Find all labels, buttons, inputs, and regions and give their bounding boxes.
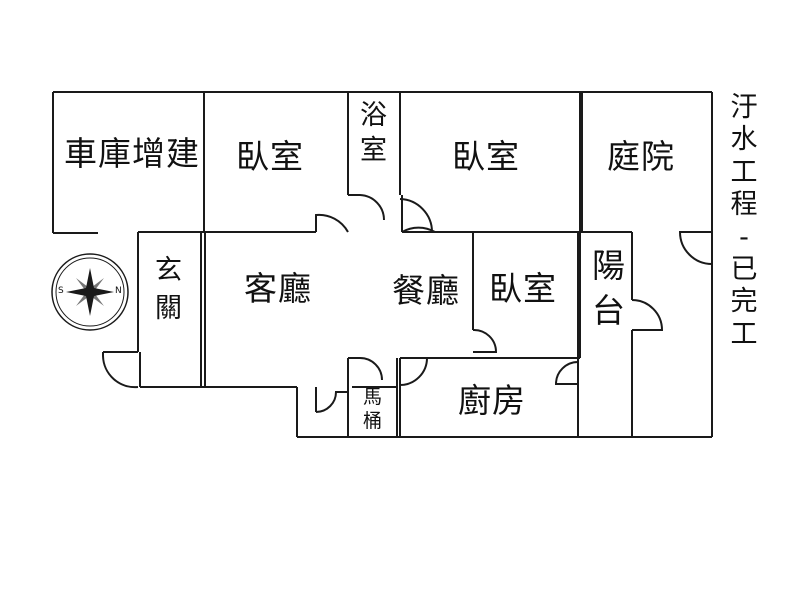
room-bath-label: 浴 室 bbox=[360, 98, 387, 168]
door-swing bbox=[399, 198, 433, 233]
foyer-char: 玄 bbox=[155, 255, 182, 286]
side-note-char: 汙 bbox=[730, 92, 758, 123]
compass bbox=[51, 253, 129, 331]
room-kitchen-label: 廚房 bbox=[458, 381, 526, 420]
side-note: 汙 水 工 程 - 已 完 工 bbox=[726, 92, 762, 351]
compass-north-label: N bbox=[115, 286, 122, 296]
door-swing bbox=[678, 231, 713, 265]
toilet-char: 桶 bbox=[363, 409, 383, 432]
room-dining-label: 餐廳 bbox=[392, 271, 460, 310]
compass-south-label: S bbox=[58, 286, 64, 296]
door-swing bbox=[554, 361, 579, 385]
bath-char: 浴 bbox=[360, 100, 387, 131]
room-bedroom-small-label: 臥室 bbox=[489, 269, 557, 308]
door-swing bbox=[399, 357, 428, 386]
foyer-char: 關 bbox=[155, 292, 182, 324]
side-note-char: 已 bbox=[730, 253, 758, 285]
balcony-char: 台 bbox=[592, 290, 626, 330]
room-bedroom-mid-label: 臥室 bbox=[452, 137, 520, 176]
bath-char: 室 bbox=[360, 135, 387, 167]
side-note-char: 工 bbox=[730, 156, 758, 188]
balcony-char: 陽 bbox=[592, 246, 626, 285]
door-swing bbox=[315, 213, 349, 233]
side-note-char: 完 bbox=[730, 286, 758, 318]
door-swing bbox=[359, 357, 383, 381]
side-note-char: 水 bbox=[730, 124, 758, 156]
door-swing bbox=[472, 328, 498, 353]
room-bedroom-left-label: 臥室 bbox=[236, 137, 304, 176]
room-garage-label: 車庫增建 bbox=[64, 134, 200, 173]
door-swing bbox=[102, 352, 139, 389]
door-swing bbox=[631, 299, 664, 331]
side-note-char: 工 bbox=[730, 318, 758, 350]
door-swing bbox=[315, 391, 348, 413]
door-swing bbox=[348, 194, 386, 221]
toilet-char: 馬 bbox=[363, 386, 383, 408]
room-living-label: 客廳 bbox=[244, 269, 312, 308]
side-note-char: 程 bbox=[730, 189, 758, 221]
room-foyer-label: 玄 關 bbox=[155, 252, 182, 328]
room-balcony-label: 陽 台 bbox=[592, 244, 626, 333]
room-courtyard-label: 庭院 bbox=[607, 137, 675, 176]
room-toilet-label: 馬 桶 bbox=[363, 386, 382, 434]
side-note-char: - bbox=[739, 221, 749, 253]
